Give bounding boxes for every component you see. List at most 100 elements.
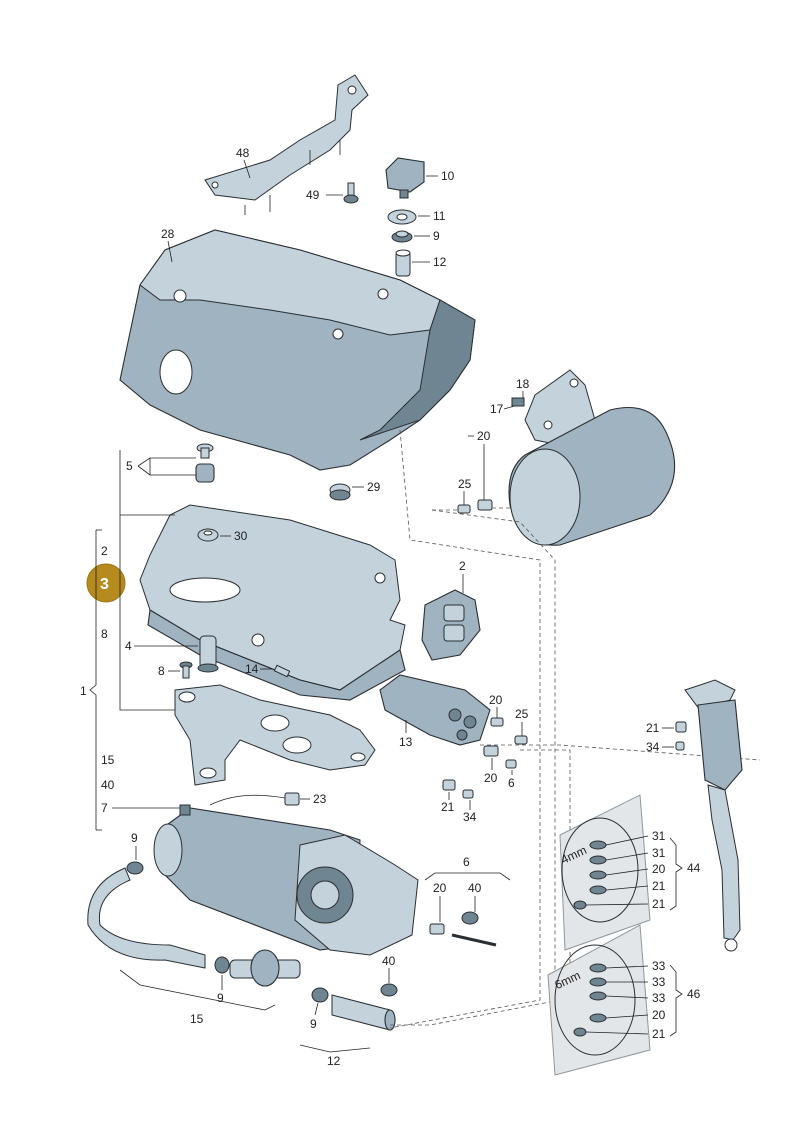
callout-21-kit44-b: 21: [652, 897, 666, 911]
callout-17: 17: [490, 402, 504, 416]
callout-9-clamp-b: 9: [217, 991, 224, 1005]
callout-29: 29: [367, 480, 381, 494]
callout-20-kit44: 20: [652, 862, 666, 876]
callout-33-c: 33: [652, 991, 666, 1005]
callout-9-top: 9: [433, 229, 440, 243]
intake-hose: [87, 867, 206, 969]
fitting: [429, 923, 445, 935]
callout-11: 11: [433, 209, 446, 223]
mounting-frame: [139, 504, 406, 701]
fitting: [505, 759, 517, 769]
air-line: [451, 933, 497, 947]
callout-15-left: 15: [101, 753, 115, 767]
callout-21-kit44-a: 21: [652, 879, 666, 893]
fitting: [457, 504, 471, 514]
rubber-mount: [195, 443, 215, 483]
pressure-reservoir: [508, 369, 676, 546]
callout-20-valve-b: 20: [484, 771, 498, 785]
callout-8-left: 8: [101, 627, 108, 641]
callout-25-valve: 25: [515, 707, 529, 721]
bolt: [343, 182, 359, 204]
callout-21-valve: 21: [441, 800, 455, 814]
fitting: [483, 745, 499, 757]
callout-8-right: 8: [158, 664, 165, 678]
hose-clamp: [311, 987, 329, 1003]
solenoid-valve-block: [379, 674, 491, 746]
bolt: [273, 664, 291, 678]
callout-40-left: 40: [101, 778, 115, 792]
callout-31-b: 31: [652, 846, 666, 860]
callout-30: 30: [234, 529, 248, 543]
gasket-plate: [174, 684, 376, 786]
repair-kit-6mm: [547, 924, 651, 1076]
air-strut: [684, 679, 743, 952]
fitting: [675, 741, 685, 751]
air-filter: [229, 949, 301, 987]
callout-9-clamp-a: 9: [131, 831, 138, 845]
wire-connector: [209, 792, 300, 806]
callout-21-strut: 21: [646, 721, 660, 735]
fitting: [442, 779, 456, 791]
cover: [119, 229, 476, 471]
grommet: [197, 528, 219, 542]
callout-15-bottom: 15: [190, 1012, 204, 1026]
pipe: [331, 994, 396, 1031]
step-badge: [86, 563, 126, 603]
callout-12-top: 12: [433, 255, 447, 269]
callout-2-right: 2: [459, 559, 466, 573]
connector: [421, 589, 481, 661]
callout-49: 49: [306, 188, 320, 202]
callout-6-valve: 6: [508, 776, 515, 790]
callout-7: 7: [101, 801, 108, 815]
callout-46: 46: [687, 987, 701, 1001]
callout-2-left: 2: [101, 544, 108, 558]
hose-clamp: [214, 956, 230, 974]
callout-33-a: 33: [652, 959, 666, 973]
fitting: [675, 721, 687, 733]
step-badge-label: 3: [100, 576, 109, 593]
callout-20-tank: 20: [477, 429, 491, 443]
grommet: [391, 230, 413, 243]
callout-28: 28: [161, 227, 175, 241]
callout-13: 13: [399, 735, 413, 749]
compressor: [153, 804, 419, 956]
callout-23: 23: [313, 792, 327, 806]
hex-nut: [387, 209, 417, 225]
callout-20-group: 20: [433, 881, 447, 895]
callout-20-kit46-a: 20: [652, 1008, 666, 1022]
callout-1: 1: [80, 684, 87, 698]
sleeve: [395, 249, 411, 277]
callout-12-bottom: 12: [327, 1054, 341, 1068]
callout-40-bottom: 40: [382, 954, 396, 968]
callout-14: 14: [245, 662, 259, 676]
fitting: [490, 717, 504, 727]
callout-6-group: 6: [463, 855, 470, 869]
callout-21-kit46: 21: [652, 1027, 666, 1041]
hose-clamp: [380, 983, 398, 997]
mounting-bracket: [204, 74, 369, 215]
nut: [329, 483, 351, 501]
callout-34-strut: 34: [646, 740, 660, 754]
callout-18: 18: [516, 377, 530, 391]
fitting: [477, 499, 493, 511]
callout-5: 5: [126, 459, 133, 473]
relay: [385, 157, 425, 199]
rubber-mount: [197, 635, 219, 673]
callout-44: 44: [687, 861, 701, 875]
callout-40-group: 40: [468, 881, 482, 895]
bolt: [511, 397, 525, 407]
callout-33-b: 33: [652, 975, 666, 989]
hose-clamp: [126, 861, 144, 875]
callout-9-clamp-c: 9: [310, 1017, 317, 1031]
bolt: [179, 661, 193, 679]
callout-20-valve-a: 20: [489, 693, 503, 707]
callout-25-tank: 25: [458, 477, 472, 491]
fitting: [514, 735, 528, 745]
callout-34-valve: 34: [463, 810, 477, 824]
hose-clamp: [461, 911, 479, 925]
callout-31-a: 31: [652, 829, 666, 843]
fitting: [462, 789, 474, 799]
callout-4: 4: [125, 639, 132, 653]
callout-10: 10: [441, 169, 455, 183]
